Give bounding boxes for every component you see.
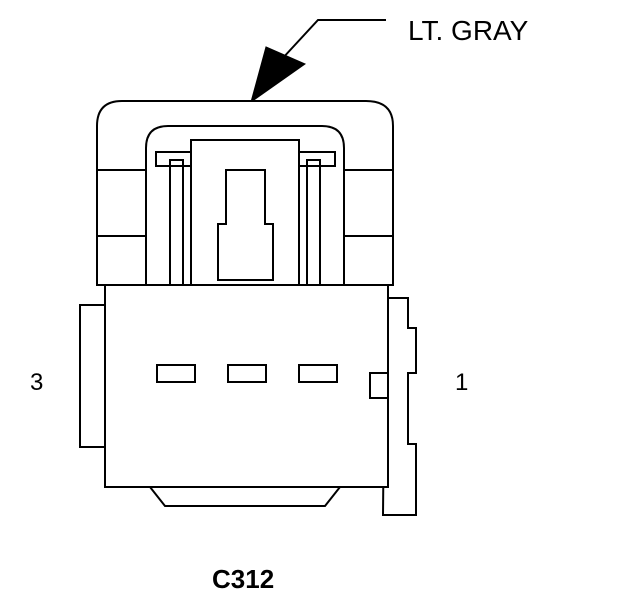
- pin-label-right: 1: [455, 369, 468, 396]
- latch-release-tab: [217, 169, 274, 281]
- body-right-flange: [381, 297, 417, 516]
- body-bottom-skirt: [147, 486, 343, 507]
- pin-cavity-3: [156, 364, 196, 383]
- pin-cavity-1: [298, 364, 338, 383]
- body-right-notch: [369, 372, 389, 399]
- pin-label-left: 3: [30, 369, 43, 396]
- color-callout: LT. GRAY: [250, 15, 529, 104]
- pin-cavity-2: [227, 364, 267, 383]
- connector-id-label: C312: [212, 564, 274, 594]
- callout-arrowhead: [250, 46, 307, 104]
- callout-leader-line: [280, 19, 386, 61]
- connector-color-label: LT. GRAY: [408, 15, 529, 46]
- connector-body: [79, 284, 417, 516]
- connector-latch: [96, 100, 394, 286]
- body-main: [104, 284, 389, 488]
